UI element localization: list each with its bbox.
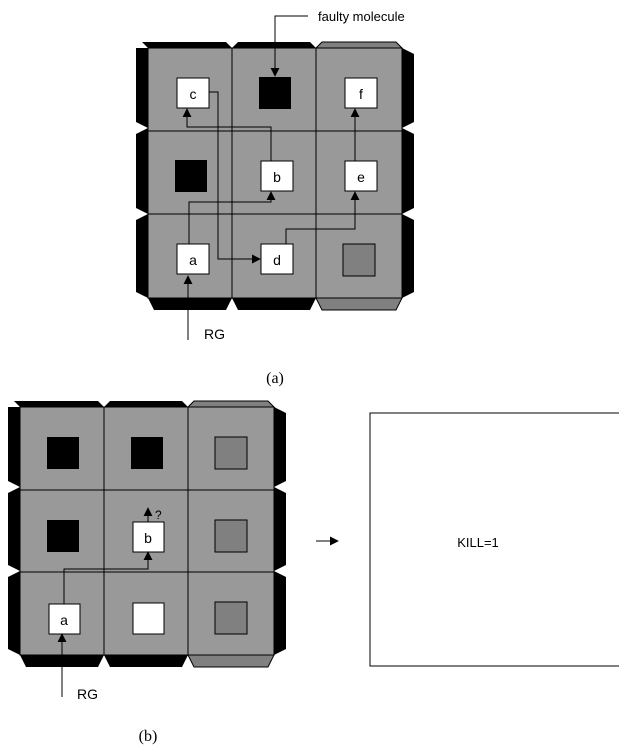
faulty-molecule-annotation: faulty molecule	[318, 9, 405, 24]
rg-label-a: RG	[204, 326, 225, 342]
cell-f-label: f	[359, 86, 363, 102]
faulty-molecule-box	[259, 77, 291, 109]
cell-d-label: d	[273, 252, 281, 268]
spare-molecule-box	[342, 243, 376, 277]
diagram-b-border	[8, 400, 286, 668]
diagram-a: c f b e a d faulty molecule RG (a)	[136, 9, 414, 387]
empty-molecule-box	[132, 602, 165, 635]
caption-b: (b)	[139, 728, 158, 745]
cell-a-label: a	[189, 252, 197, 268]
faulty-molecule-box	[47, 520, 79, 552]
cell-b-label: b	[273, 169, 281, 185]
caption-a: (a)	[266, 370, 284, 387]
question-mark: ?	[155, 508, 162, 522]
cell-e-label: e	[357, 169, 365, 185]
cell-b	[260, 160, 294, 192]
cell-e	[344, 160, 378, 192]
kill-result-text: KILL=1	[457, 535, 499, 550]
routing-paths-b	[57, 507, 339, 697]
faulty-molecule-box	[47, 437, 79, 469]
cell-c-label: c	[190, 86, 197, 102]
rg-label-b: RG	[77, 686, 98, 702]
diagram-a-border	[136, 41, 414, 311]
spare-molecule-box	[214, 436, 248, 470]
cell-b-label-b: b	[144, 530, 152, 546]
cell-a-label-b: a	[60, 612, 68, 628]
cell-d	[260, 243, 294, 275]
faulty-molecule-box	[175, 160, 207, 192]
cell-a	[176, 243, 210, 275]
diagram-b: b a ? RG KILL=1 (b)	[8, 400, 619, 745]
routing-paths-a	[182, 15, 360, 340]
faulty-molecule-box	[131, 437, 163, 469]
spare-molecule-box	[214, 519, 248, 553]
cell-c	[176, 77, 210, 109]
cell-f	[344, 77, 378, 109]
result-box	[369, 412, 619, 667]
spare-molecule-box	[214, 601, 248, 635]
